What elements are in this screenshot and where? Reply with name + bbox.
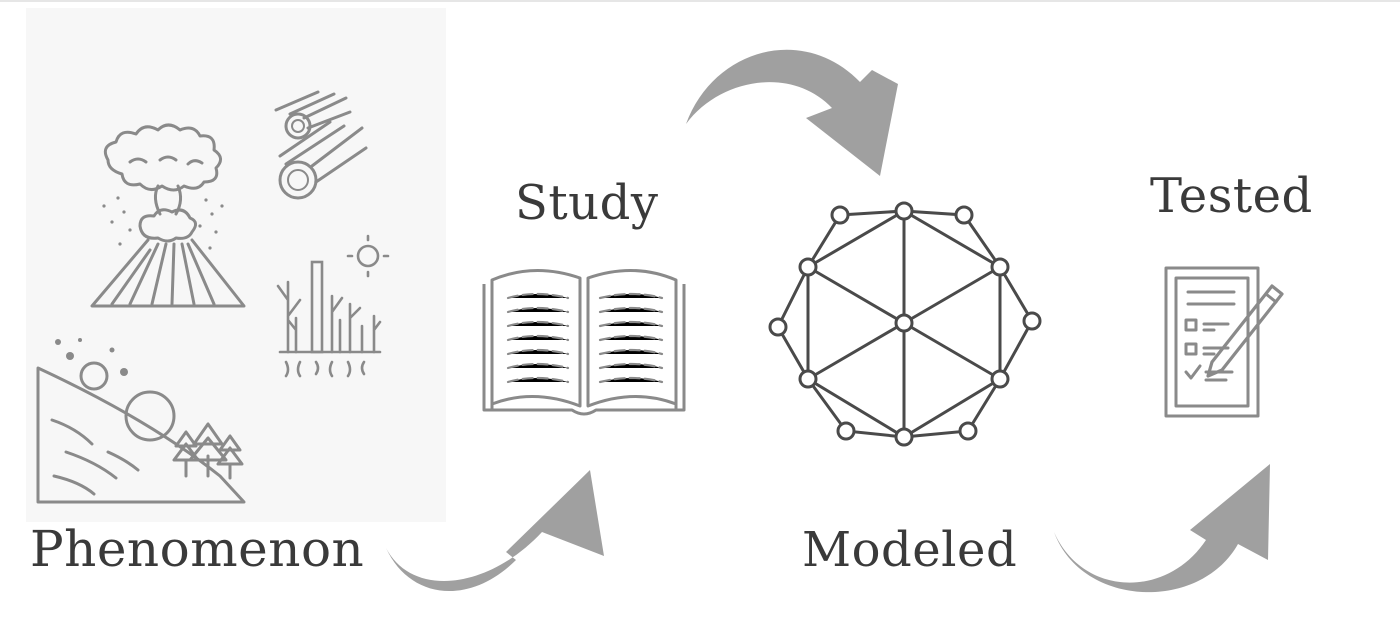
landslide-icon bbox=[36, 338, 246, 504]
tested-label: Tested bbox=[1150, 168, 1313, 224]
meteor-icon bbox=[274, 90, 368, 200]
volcano-icon bbox=[90, 123, 246, 308]
study-label: Study bbox=[515, 175, 659, 231]
phenomenon-panel bbox=[26, 8, 446, 522]
open-book-icon bbox=[482, 269, 686, 416]
arrow-study-to-modeled bbox=[686, 49, 898, 176]
network-model-icon bbox=[768, 201, 1042, 447]
dead-forest-icon bbox=[276, 234, 390, 378]
phenomenon-label: Phenomenon bbox=[30, 520, 365, 578]
arrow-phenomenon-to-study bbox=[386, 470, 604, 592]
arrow-modeled-to-tested bbox=[1054, 464, 1270, 593]
checklist-icon bbox=[1164, 266, 1284, 418]
top-rule bbox=[0, 0, 1400, 2]
modeled-label: Modeled bbox=[802, 522, 1018, 578]
